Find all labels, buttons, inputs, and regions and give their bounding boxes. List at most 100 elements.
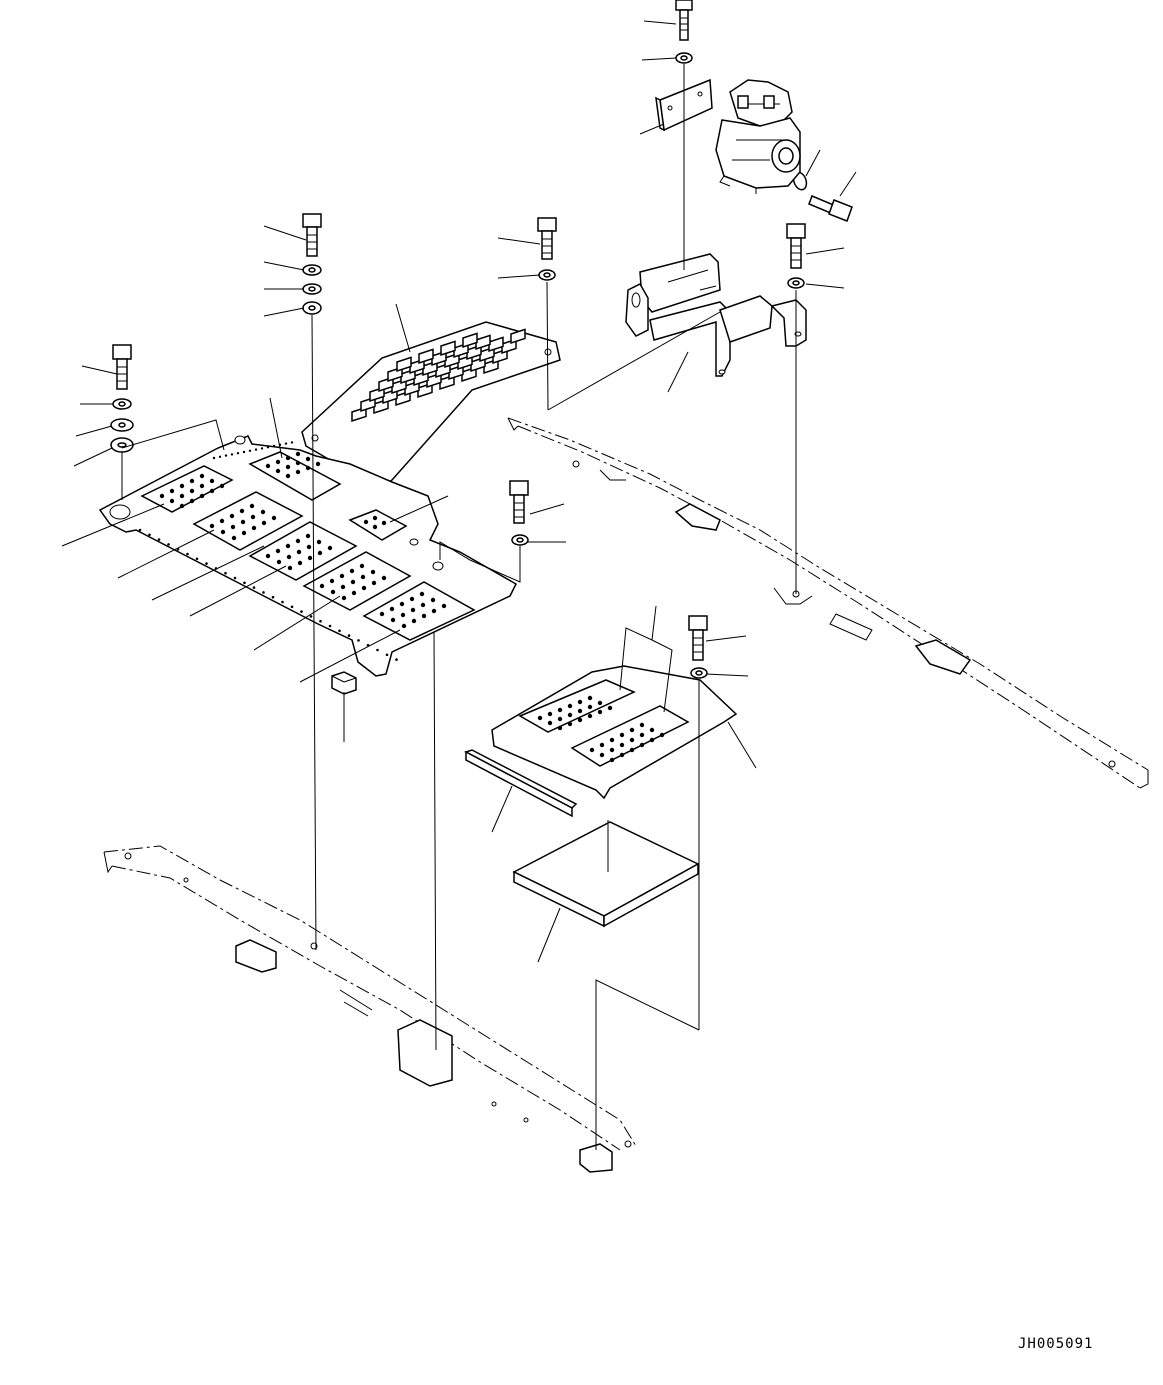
mat-dot xyxy=(239,508,245,514)
mat-dot xyxy=(250,514,256,520)
mat-dot xyxy=(240,519,246,525)
rivet xyxy=(284,442,288,445)
seal-strip xyxy=(466,750,576,816)
mat-dot xyxy=(305,456,311,462)
rivet xyxy=(309,615,313,618)
mat-dot xyxy=(370,569,376,575)
mat-dot xyxy=(297,560,303,566)
rivet xyxy=(248,449,252,452)
mat-dot xyxy=(557,725,563,731)
floor-cover-plate xyxy=(302,322,560,490)
mat-dot xyxy=(363,519,369,525)
rivet xyxy=(338,629,341,633)
mat-dot xyxy=(400,612,406,618)
rivet xyxy=(167,543,170,546)
rivet xyxy=(395,658,398,661)
cover-slot xyxy=(397,357,411,371)
mat-dot xyxy=(295,538,301,544)
mat-dot xyxy=(219,483,225,489)
pump-bracket xyxy=(626,254,806,376)
mat-dot xyxy=(557,716,563,722)
mat-dot xyxy=(315,461,321,467)
mat-dot xyxy=(350,579,356,585)
mat-dot xyxy=(316,539,322,545)
mat-dot xyxy=(609,747,615,753)
mat-dot xyxy=(360,574,366,580)
mat-dot xyxy=(619,732,625,738)
mat-dot xyxy=(341,595,347,601)
rivet xyxy=(281,600,284,604)
mat-dot xyxy=(295,451,301,457)
rivet xyxy=(260,447,264,450)
valve-bracket xyxy=(656,80,712,130)
mat-dot xyxy=(351,590,357,596)
rivet xyxy=(205,562,208,565)
mat-dot xyxy=(629,727,635,733)
mat-dot xyxy=(305,465,311,471)
mat-dot xyxy=(285,455,291,461)
mat-dot xyxy=(599,752,605,758)
mat-dot xyxy=(390,617,396,623)
mat-dot xyxy=(587,704,593,710)
right-frame-rail xyxy=(508,418,1148,788)
mat-dot xyxy=(597,700,603,706)
mat-dot xyxy=(639,732,645,738)
rivet xyxy=(224,454,228,457)
mat-dot xyxy=(199,473,205,479)
mat-dot xyxy=(179,493,185,499)
mat-dot xyxy=(619,742,625,748)
rivet xyxy=(218,455,222,458)
mat-dot xyxy=(411,618,417,624)
mat-dot xyxy=(547,711,553,717)
mat-dot xyxy=(372,515,378,521)
bolt-pump-bracket xyxy=(787,224,805,268)
mat-dot xyxy=(275,548,281,554)
rivet xyxy=(236,452,240,455)
rivet xyxy=(233,576,237,580)
mat-dot xyxy=(179,503,185,509)
mat-dot xyxy=(209,523,215,529)
mat-dot xyxy=(249,503,255,509)
rivet xyxy=(266,446,270,449)
mat-dot xyxy=(286,554,292,560)
mat-dot xyxy=(639,742,645,748)
mat-dot xyxy=(307,555,313,561)
mat-dot xyxy=(275,459,281,465)
step-plate xyxy=(492,666,736,798)
mat-dot xyxy=(209,478,215,484)
mat-dot xyxy=(339,573,345,579)
mat-dot xyxy=(295,460,301,466)
mat-dot xyxy=(296,549,302,555)
mat-dot xyxy=(619,752,625,758)
bolt-frame-left xyxy=(113,345,131,389)
mat-dot xyxy=(629,747,635,753)
mat-dot xyxy=(567,703,573,709)
rivet xyxy=(357,639,360,642)
mat-dot xyxy=(241,530,247,536)
cover-slot xyxy=(441,341,455,355)
rivet xyxy=(271,595,275,599)
rivet xyxy=(300,610,303,613)
mat-dot xyxy=(275,468,281,474)
mat-dot xyxy=(189,488,195,494)
bolt-top-valve xyxy=(676,0,692,40)
bolt-valve-side xyxy=(809,196,852,221)
mat-dot xyxy=(317,550,323,556)
mat-dot xyxy=(220,529,226,535)
rivet xyxy=(385,653,389,657)
mat-dot xyxy=(276,559,282,565)
cover-slot xyxy=(489,337,503,351)
mat-dot xyxy=(327,545,333,551)
control-valve xyxy=(716,80,800,194)
rivet xyxy=(186,552,189,556)
mat-dot xyxy=(659,732,665,738)
mat-dot xyxy=(379,611,385,617)
mat-dot xyxy=(285,473,291,479)
bolt-frame-mid xyxy=(510,481,528,523)
mat-dot xyxy=(169,488,175,494)
spacer-block xyxy=(332,672,356,694)
rivet xyxy=(272,444,276,448)
mat-dot xyxy=(265,553,271,559)
assembly-lines xyxy=(122,64,796,1150)
mat-dot xyxy=(287,565,293,571)
